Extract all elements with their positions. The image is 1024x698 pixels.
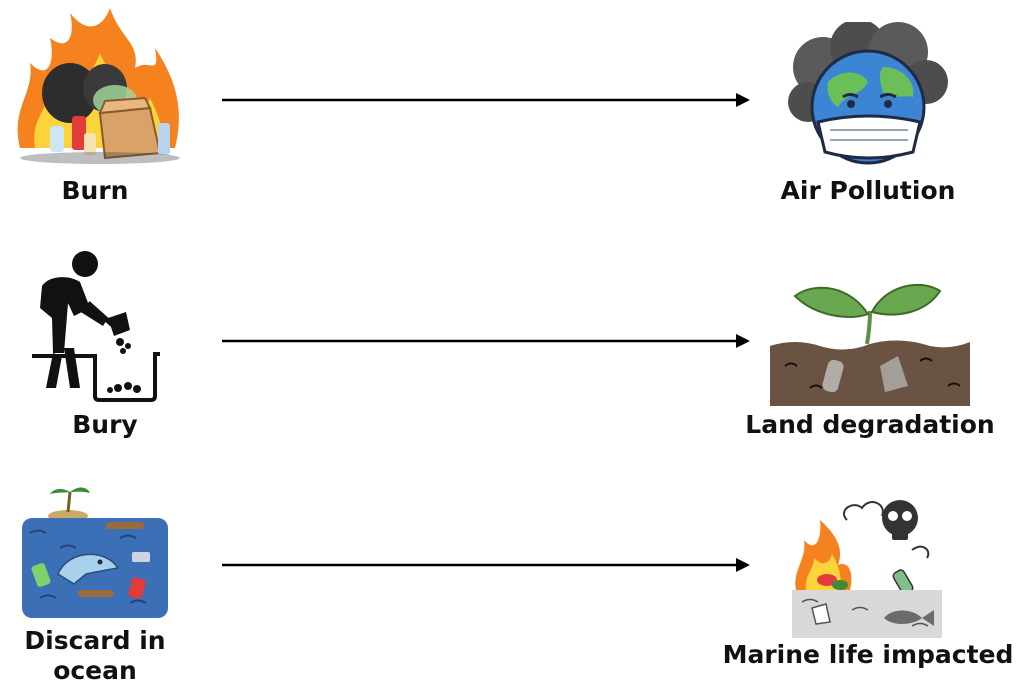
burning-trash-illustration (10, 8, 185, 168)
effect-label-land-degradation: Land degradation (745, 410, 995, 439)
cause-label-bury: Bury (72, 410, 138, 439)
arrow-discard-to-marine-life (222, 558, 750, 572)
dead-fish-fire-icon (792, 500, 942, 638)
person-shoveling-icon (32, 251, 160, 402)
arrow-bury-to-land-degradation (222, 334, 750, 348)
masked-earth-smog-icon (788, 19, 948, 165)
effect-label-marine-life-impacted: Marine life impacted (722, 640, 1014, 669)
polluted-ocean-icon (22, 487, 168, 618)
cause-label-discard-line1: Discard in (24, 626, 166, 655)
polluted-ocean-illustration (20, 478, 170, 620)
land-degradation-illustration (770, 276, 970, 406)
marine-life-impacted-illustration (792, 490, 942, 638)
cause-label-burn: Burn (61, 176, 129, 205)
seedling-polluted-soil-icon (770, 283, 970, 406)
burning-trash-icon (17, 8, 180, 164)
person-shoveling-illustration (28, 248, 163, 408)
cause-label-discard-line2: ocean (53, 656, 137, 685)
effect-label-air-pollution: Air Pollution (780, 176, 956, 205)
cause-label-discard-in-ocean: Discard in ocean (20, 626, 170, 686)
arrow-burn-to-air-pollution (222, 93, 750, 107)
air-pollution-illustration (788, 19, 948, 172)
